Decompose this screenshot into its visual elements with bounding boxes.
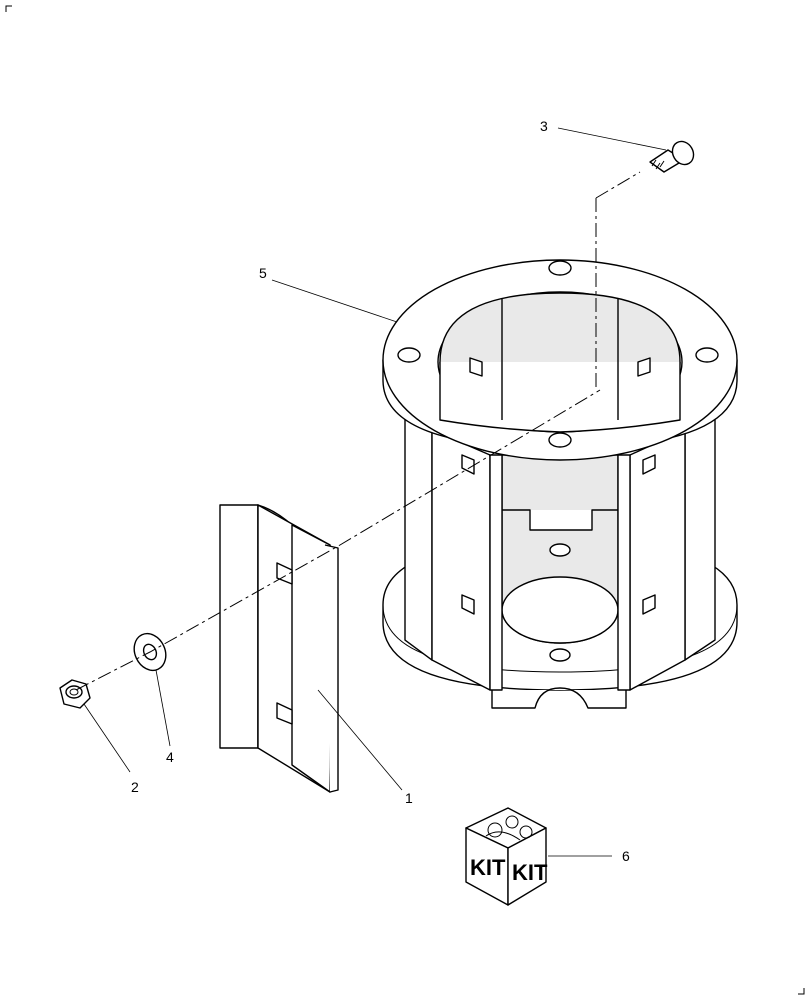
callout-3: 3 [540, 118, 548, 134]
kit-label-right: KIT [512, 860, 548, 885]
callout-6: 6 [622, 848, 630, 864]
cylinder-housing-part-5 [382, 259, 738, 709]
callout-2: 2 [131, 779, 139, 795]
kit-label-left: KIT [470, 855, 506, 880]
callout-4: 4 [166, 749, 174, 765]
callout-1: 1 [405, 790, 413, 806]
leader-lines [83, 127, 667, 857]
angle-plate-part-1 [219, 504, 339, 793]
crop-marks [5, 5, 805, 995]
callout-5: 5 [259, 265, 267, 281]
flange-nut-part-2 [59, 679, 91, 709]
assembly-centerlines [75, 171, 641, 691]
carriage-bolt-part-3 [649, 140, 695, 173]
hardware-kit-part-6: KIT KIT [465, 807, 548, 906]
